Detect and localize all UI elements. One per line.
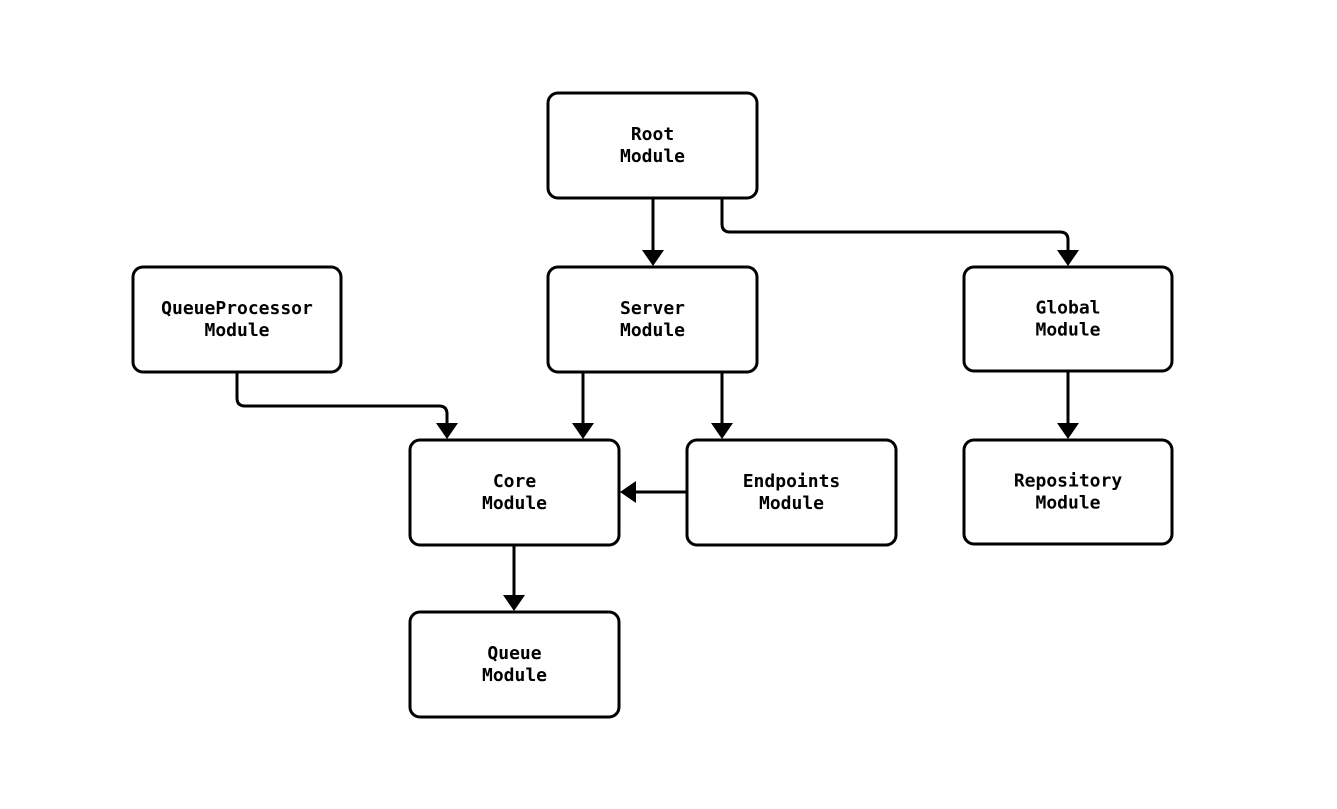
arrowhead-global-to-repository <box>1057 423 1079 439</box>
edge-queueprocessor-to-core <box>235 372 449 425</box>
node-core-label-line: Core <box>493 471 537 492</box>
node-queue-label-line: Module <box>482 665 547 686</box>
node-server-box <box>546 265 759 374</box>
arrowhead-core-to-queue <box>503 595 525 611</box>
node-queueprocessor-label-line: QueueProcessor <box>161 298 313 319</box>
node-endpoints-label-line: Endpoints <box>743 471 841 492</box>
node-repository-label-line: Module <box>1035 493 1100 514</box>
node-global-box <box>962 265 1174 373</box>
node-server-label-line: Module <box>620 320 685 341</box>
node-queue-box <box>408 610 621 719</box>
node-root-box <box>546 91 759 200</box>
node-core-box <box>408 438 621 547</box>
node-queueprocessor-box <box>131 265 343 374</box>
edge-root-to-global <box>720 198 1070 252</box>
arrowhead-server-to-endpoints <box>711 423 733 439</box>
node-server-label-line: Server <box>620 298 685 319</box>
node-repository-box <box>962 438 1174 546</box>
node-core-label-line: Module <box>482 493 547 514</box>
arrowhead-root-to-global <box>1057 250 1079 266</box>
node-global-label-line: Module <box>1035 320 1100 341</box>
arrowhead-server-to-core <box>572 423 594 439</box>
node-root-label-line: Root <box>631 124 674 145</box>
node-queueprocessor-label-line: Module <box>204 320 269 341</box>
arrowhead-queueprocessor-to-core <box>436 423 458 439</box>
node-repository-label-line: Repository <box>1014 471 1123 492</box>
node-endpoints-label-line: Module <box>759 493 824 514</box>
node-root-label-line: Module <box>620 146 685 167</box>
node-queue-label-line: Queue <box>487 643 541 664</box>
node-global-label-line: Global <box>1035 298 1100 319</box>
arrowhead-endpoints-to-core <box>620 481 636 503</box>
node-endpoints-box <box>685 438 898 547</box>
arrowhead-root-to-server <box>642 250 664 266</box>
